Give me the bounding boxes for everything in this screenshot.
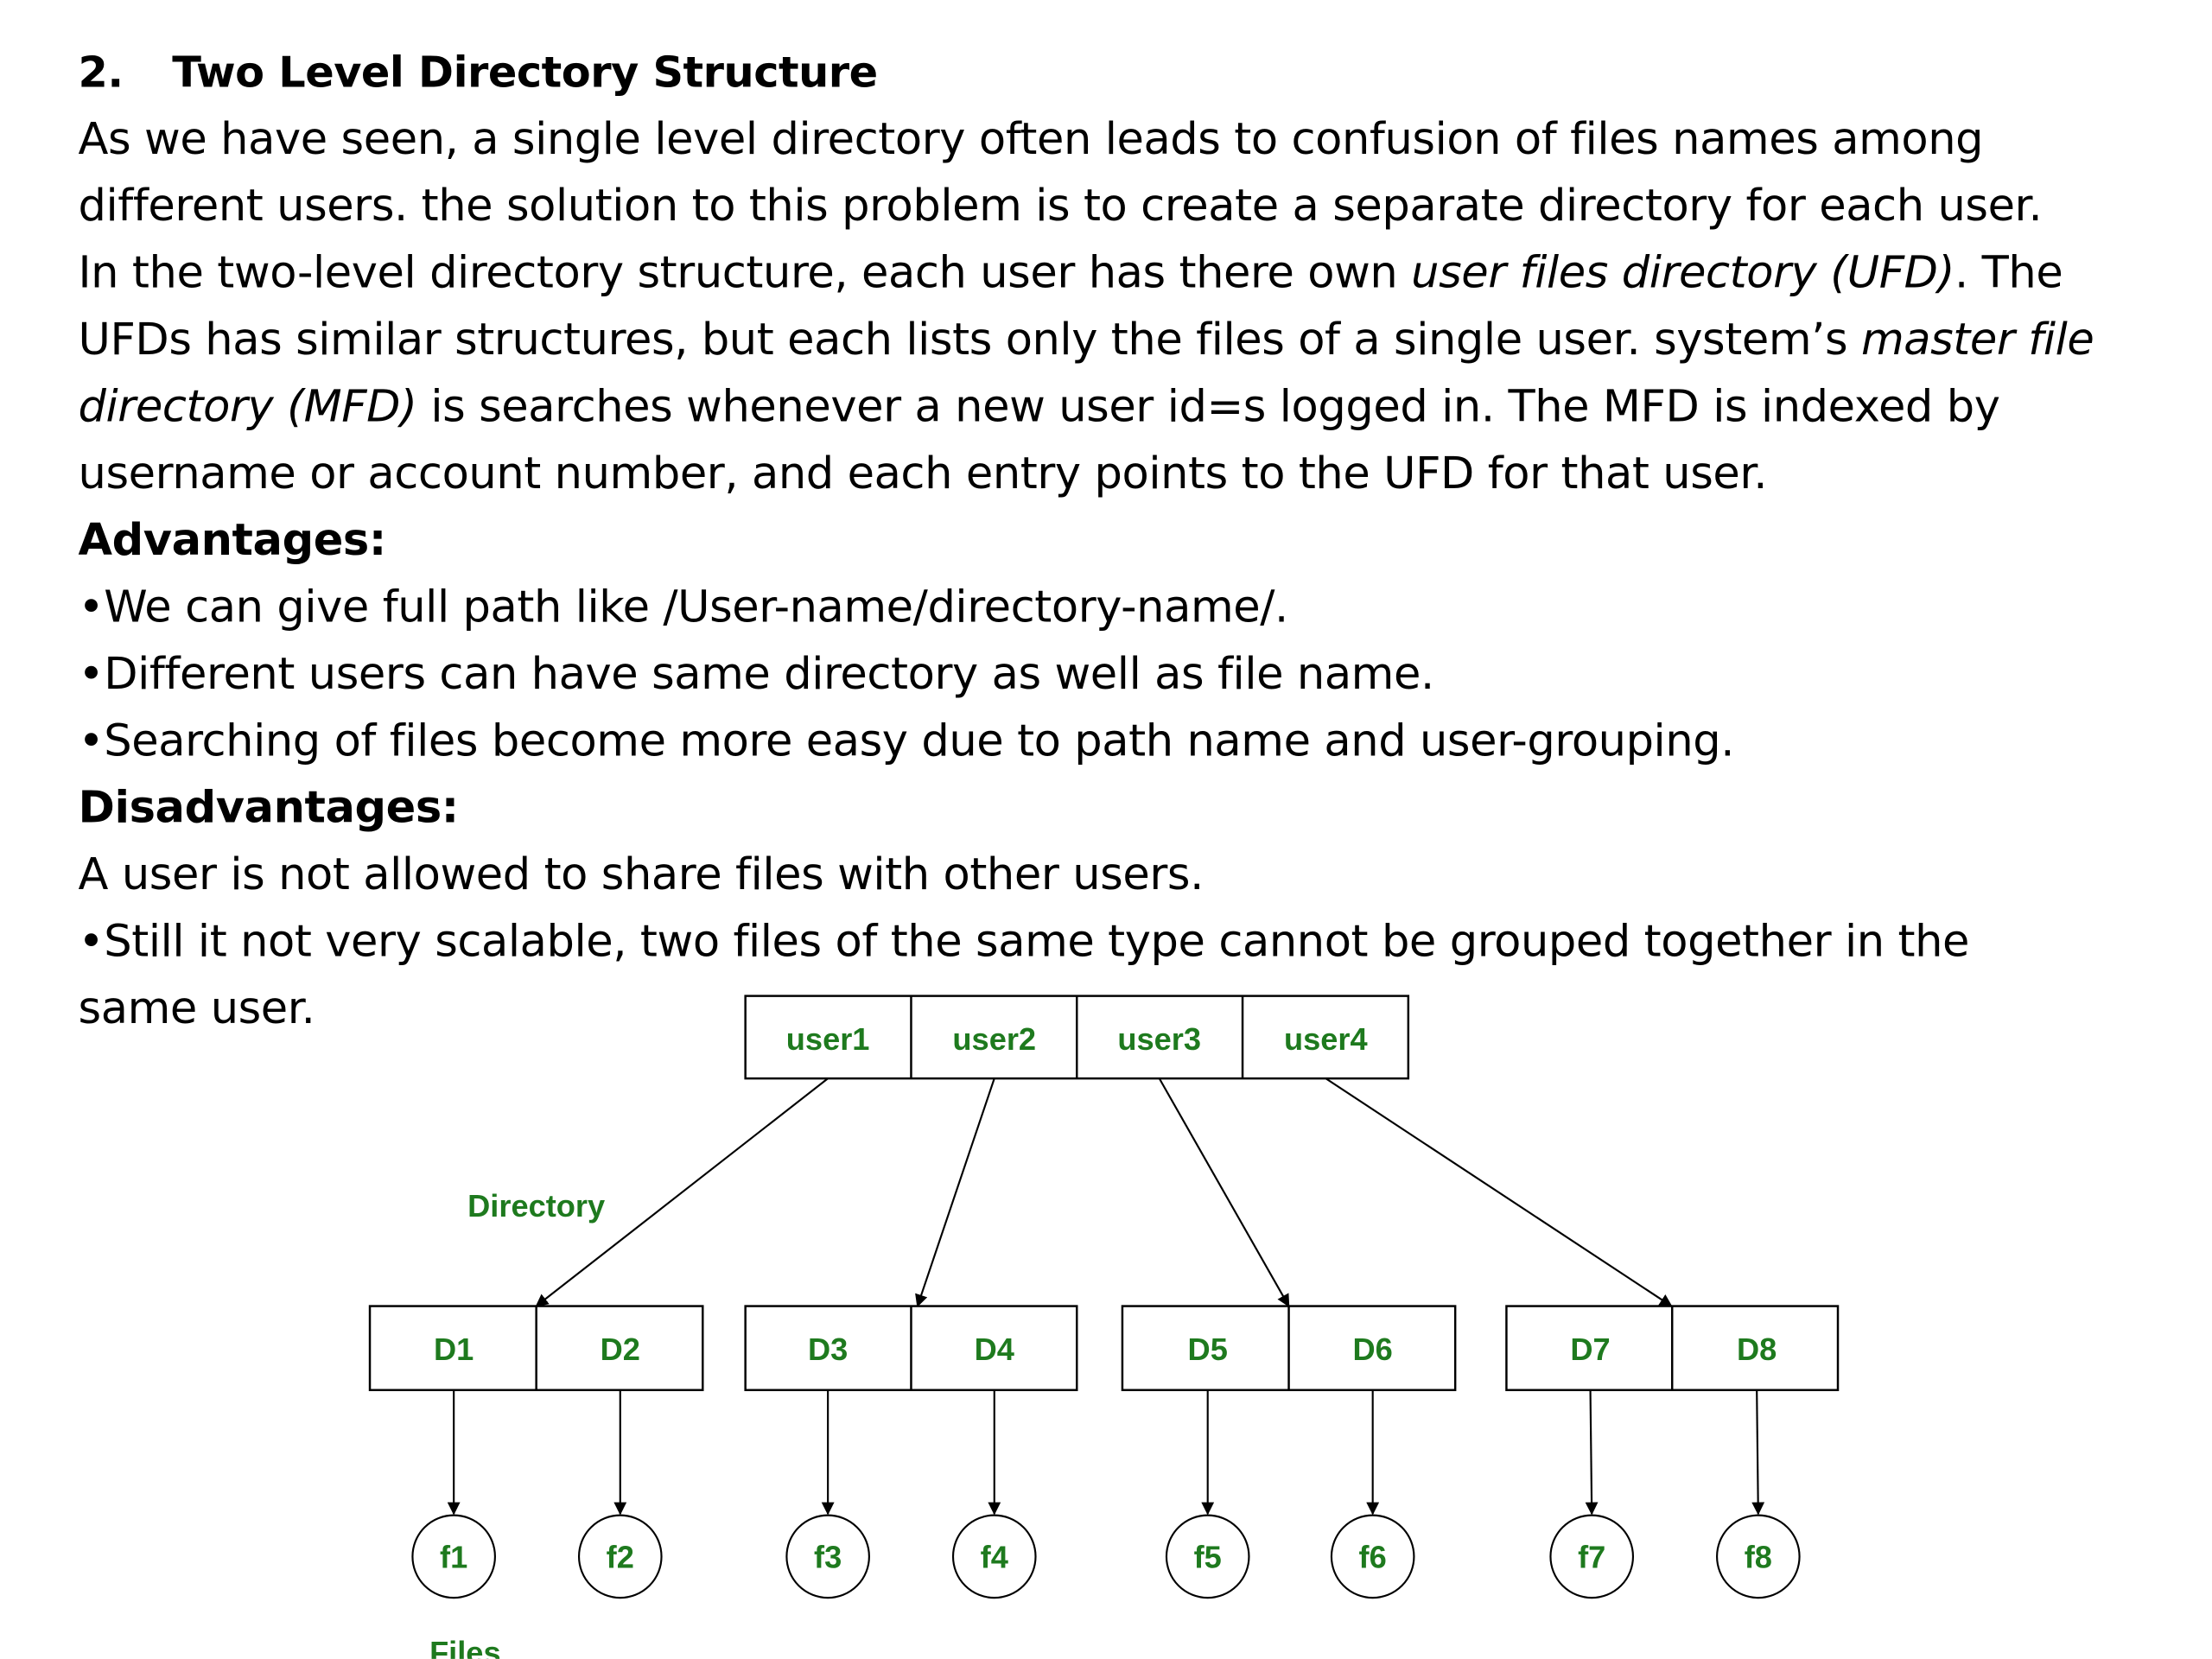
directory-d6: D6 — [1353, 1332, 1393, 1367]
paragraph-line: UFDs has similar structures, but each li… — [79, 308, 2170, 374]
directory-d3: D3 — [808, 1332, 848, 1367]
arrow-d8 — [1751, 1389, 1765, 1516]
section-number: 2. — [78, 48, 124, 99]
user-cell-2: user2 — [952, 1021, 1036, 1057]
file-node-f2 — [577, 1514, 663, 1599]
paragraph-text: is searches whenever a new user id=s log… — [416, 381, 2000, 433]
directory-d1: D1 — [434, 1332, 474, 1367]
file-f2: f2 — [607, 1540, 634, 1575]
paragraph-line: As we have seen, a single level director… — [78, 113, 1984, 166]
paragraph-line: directory (MFD) is searches whenever a n… — [79, 374, 2170, 441]
arrow-user2 — [915, 1077, 995, 1307]
user-cell-1: user1 — [786, 1021, 870, 1057]
user-arrows — [535, 1077, 1673, 1307]
directory-d5: D5 — [1188, 1332, 1228, 1367]
advantages-heading: Advantages: — [78, 515, 387, 567]
file-node-f7 — [1549, 1514, 1635, 1599]
file-f7: f7 — [1578, 1540, 1605, 1575]
directory-d7: D7 — [1570, 1332, 1610, 1367]
file-f8: f8 — [1745, 1540, 1772, 1575]
file-node-f1 — [411, 1514, 496, 1599]
paragraph-text: In the two-level directory structure, ea… — [78, 247, 1412, 299]
paragraph-text: . The — [1955, 247, 2063, 299]
disadvantage-item: A user is not allowed to share files wit… — [78, 849, 1205, 901]
disadvantage-item: •Still it not very scalable, two files o… — [78, 916, 1970, 968]
directory-d2: D2 — [601, 1332, 640, 1367]
disadvantage-item-continued: same user. — [78, 982, 315, 1035]
paragraph-line: different users. the solution to this pr… — [78, 181, 2043, 232]
file-f6: f6 — [1359, 1540, 1387, 1575]
files-label: Files — [429, 1635, 501, 1659]
file-nodes: f1 f2 f3 f4 f5 f6 f7 f8 — [411, 1514, 1801, 1599]
directory-d8: D8 — [1737, 1332, 1777, 1367]
arrow-d7 — [1585, 1389, 1599, 1516]
arrow-user1 — [535, 1077, 829, 1307]
file-node-f6 — [1330, 1514, 1415, 1599]
file-f4: f4 — [981, 1540, 1008, 1575]
section-title: Two Level Directory Structure — [172, 48, 878, 99]
master-file-directory: user1 user2 user3 user4 — [744, 995, 1410, 1080]
file-f1: f1 — [440, 1540, 467, 1575]
file-f3: f3 — [814, 1540, 842, 1575]
mfd-term-part2: directory (MFD) — [78, 381, 417, 433]
user-cell-4: user4 — [1284, 1021, 1368, 1057]
mfd-term-part1: master file — [1860, 314, 2094, 366]
section-heading: 2. Two Level Directory Structure — [79, 40, 2170, 106]
paragraph-line: username or account number, and each ent… — [78, 448, 1768, 499]
ufd-term: user files directory (UFD) — [1411, 247, 1955, 299]
paragraph-line: In the two-level directory structure, ea… — [79, 240, 2170, 307]
file-node-f5 — [1165, 1514, 1250, 1599]
advantage-item: •We can give full path like /User-name/d… — [78, 582, 1289, 633]
file-node-f4 — [951, 1514, 1037, 1599]
advantage-item: •Searching of files become more easy due… — [78, 715, 1735, 767]
disadvantages-heading: Disadvantages: — [78, 782, 460, 834]
user-cell-3: user3 — [1117, 1021, 1201, 1057]
file-node-f3 — [785, 1514, 870, 1599]
user-file-directories: D1 D2 D3 D4 D5 D6 D7 D8 — [368, 1305, 1840, 1391]
document-text: 2. Two Level Directory Structure As we ha… — [79, 40, 2170, 1043]
arrow-user3 — [1158, 1077, 1290, 1307]
advantage-item: •Different users can have same directory… — [78, 648, 1435, 701]
directory-d4: D4 — [975, 1332, 1014, 1367]
directory-label: Directory — [467, 1188, 605, 1224]
arrow-user4 — [1325, 1077, 1673, 1307]
file-arrows — [447, 1389, 1765, 1516]
file-node-f8 — [1716, 1514, 1801, 1599]
file-f5: f5 — [1194, 1540, 1222, 1575]
paragraph-text: UFDs has similar structures, but each li… — [78, 314, 1861, 366]
